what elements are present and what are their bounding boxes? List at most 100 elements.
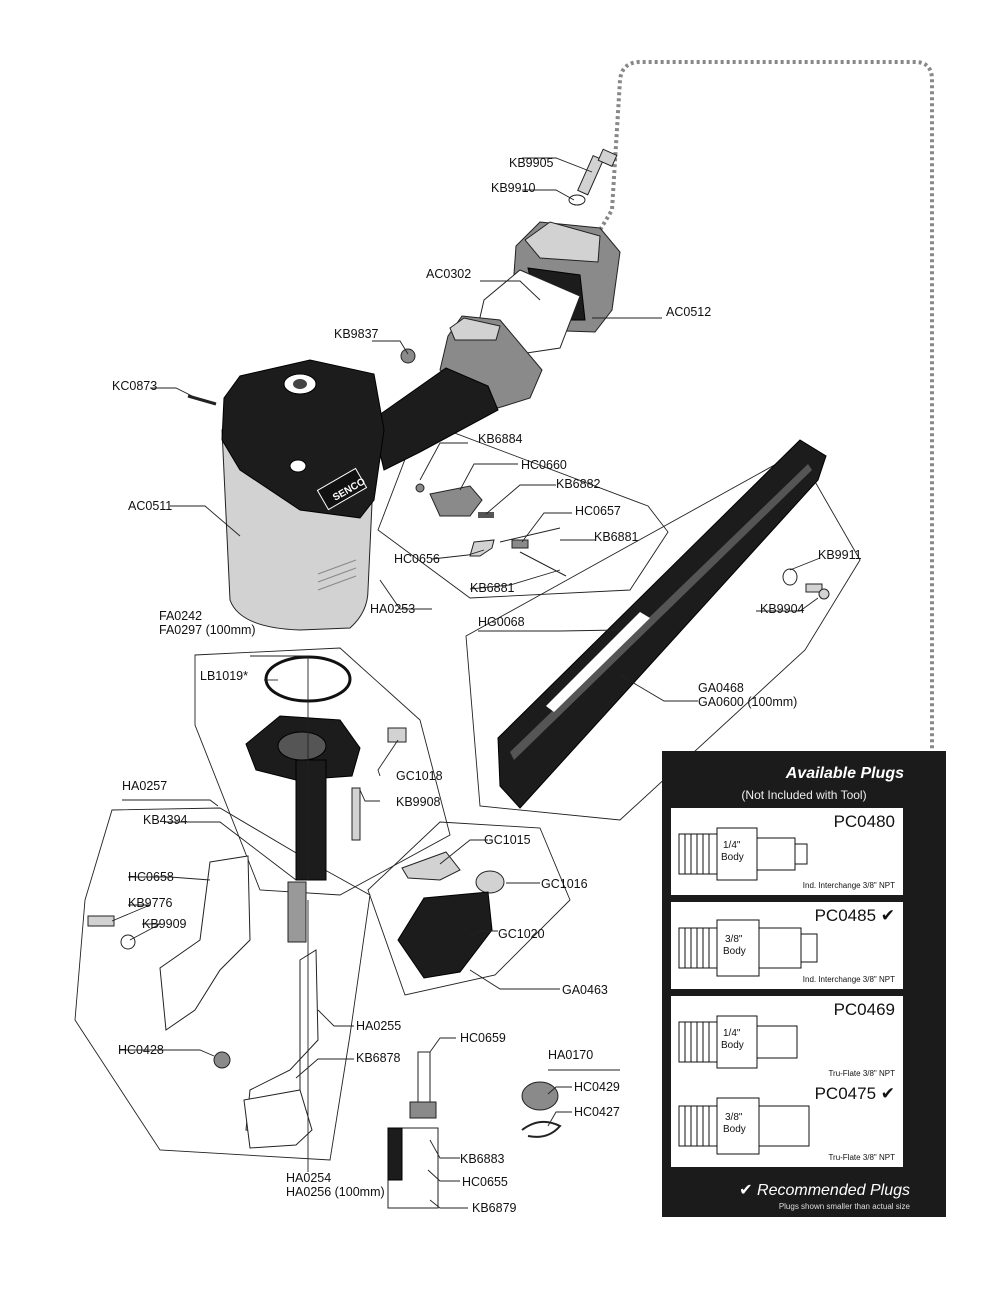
label-AC0512: AC0512 xyxy=(666,305,711,319)
plug-item: 1/4" Body PC0480 Ind. Interchange 3/8" N… xyxy=(671,808,903,895)
label-KB6881-upper: KB6881 xyxy=(594,530,639,544)
label-KB9837: KB9837 xyxy=(334,327,379,341)
label-HA0253: HA0253 xyxy=(370,602,415,616)
label-GC1020: GC1020 xyxy=(498,927,545,941)
label-KB6879: KB6879 xyxy=(472,1201,517,1215)
screw-KC0873 xyxy=(187,394,217,406)
label-HG0068: HG0068 xyxy=(478,615,525,629)
cylinder-cap xyxy=(245,715,361,881)
plug-item: 3/8" Body PC0475 ✔ Tru-Flate 3/8" NPT xyxy=(671,1080,903,1167)
screw-KB9904 xyxy=(805,583,830,600)
plug-description: Tru-Flate 3/8" NPT xyxy=(828,1069,895,1078)
driver-guide-group-outline xyxy=(74,807,371,1161)
exhaust-bolt-KB9905 xyxy=(577,148,618,196)
guide-plate-HC0658 xyxy=(159,855,251,1031)
plug-code: PC0469 xyxy=(833,1000,895,1019)
handle-body xyxy=(371,367,499,471)
plug-item: 1/4" Body PC0469 Tru-Flate 3/8" NPT xyxy=(671,996,903,1083)
plug-description: Ind. Interchange 3/8" NPT xyxy=(802,975,895,984)
label-KB9904: KB9904 xyxy=(760,602,805,616)
plug-illustration: 3/8" Body xyxy=(678,1097,810,1155)
housing-AC0511: SENCO xyxy=(221,359,385,631)
latch-group-outline xyxy=(367,821,571,996)
plug-description: Tru-Flate 3/8" NPT xyxy=(828,1153,895,1162)
latch-GC1015 xyxy=(401,851,461,881)
label-KB9905: KB9905 xyxy=(509,156,554,170)
label-HC0656: HC0656 xyxy=(394,552,440,566)
label-KB4394: KB4394 xyxy=(143,813,188,827)
label-HC0659: HC0659 xyxy=(460,1031,506,1045)
label-AC0302: AC0302 xyxy=(426,267,471,281)
roller-GC1016 xyxy=(475,870,505,894)
label-HC0428: HC0428 xyxy=(118,1043,164,1057)
label-GA0600: GA0600 (100mm) xyxy=(698,695,797,709)
label-AC0511: AC0511 xyxy=(128,499,172,513)
plug-body-label: Body xyxy=(723,1124,746,1135)
plug-item: 3/8" Body PC0485 ✔ Ind. Interchange 3/8"… xyxy=(671,902,903,989)
label-KB9911: KB9911 xyxy=(818,548,862,562)
washer-KB9911 xyxy=(782,568,798,586)
plug-body-label: Body xyxy=(721,1040,744,1051)
magazine-HG0068 xyxy=(497,439,827,809)
label-HA0170: HA0170 xyxy=(548,1048,593,1062)
label-KB6878: KB6878 xyxy=(356,1051,401,1065)
bolt-KB9908 xyxy=(351,787,361,841)
spring-HA0170 xyxy=(521,1081,562,1138)
label-HC0655: HC0655 xyxy=(462,1175,508,1189)
label-LB1019: LB1019* xyxy=(200,669,248,683)
label-HC0660: HC0660 xyxy=(521,458,567,472)
plugs-title: Available Plugs xyxy=(785,765,904,782)
plug-illustration: 1/4" Body xyxy=(678,827,808,881)
recommended-plugs-legend: ✔ Recommended Plugs xyxy=(739,1182,910,1199)
label-HC0427: HC0427 xyxy=(574,1105,620,1119)
label-KB6881-lower: KB6881 xyxy=(470,581,515,595)
label-GA0463: GA0463 xyxy=(562,983,608,997)
label-HA0257: HA0257 xyxy=(122,779,167,793)
washer-KB9909 xyxy=(120,934,136,950)
plug-illustration: 1/4" Body xyxy=(678,1015,798,1069)
nut-KB9837 xyxy=(400,348,416,364)
label-HA0254: HA0254 xyxy=(286,1171,331,1185)
label-GC1015: GC1015 xyxy=(484,833,531,847)
label-HC0657: HC0657 xyxy=(575,504,621,518)
nut-HC0428 xyxy=(213,1051,231,1069)
plug-illustration: 3/8" Body xyxy=(678,919,818,977)
plug-code: PC0475 ✔ xyxy=(814,1084,895,1103)
trigger-assembly-parts xyxy=(415,483,567,577)
plugs-subtitle: (Not Included with Tool) xyxy=(741,788,867,802)
label-KB9776: KB9776 xyxy=(128,896,173,910)
label-GA0468: GA0468 xyxy=(698,681,744,695)
plug-body-size: 1/4" xyxy=(723,840,741,851)
depth-adjuster-HA0254 xyxy=(387,1051,439,1209)
spring-KB4394 xyxy=(287,881,307,943)
label-GC1016: GC1016 xyxy=(541,877,588,891)
air-hose-dotted-line xyxy=(592,60,934,1097)
screw-KB9776 xyxy=(87,915,115,927)
bumper-GC1018 xyxy=(387,727,407,743)
washer-KB9910 xyxy=(568,194,586,206)
label-KB9910: KB9910 xyxy=(491,181,536,195)
label-HA0255: HA0255 xyxy=(356,1019,401,1033)
label-KB6882: KB6882 xyxy=(556,477,601,491)
label-HA0256: HA0256 (100mm) xyxy=(286,1185,385,1199)
label-FA0242: FA0242 xyxy=(159,609,202,623)
part-labels: KB9905 KB9910 AC0302 AC0512 KB9837 KC087… xyxy=(112,156,862,1215)
label-KB9909: KB9909 xyxy=(142,917,187,931)
available-plugs-panel: Available Plugs (Not Included with Tool)… xyxy=(662,751,946,1217)
bracket-KB6878 xyxy=(243,1089,313,1149)
plug-description: Ind. Interchange 3/8" NPT xyxy=(802,881,895,890)
leader-lines xyxy=(111,157,821,1209)
label-FA0297: FA0297 (100mm) xyxy=(159,623,256,637)
label-HC0429: HC0429 xyxy=(574,1080,620,1094)
plug-body-size: 3/8" xyxy=(725,934,743,945)
plug-body-size: 3/8" xyxy=(725,1112,743,1123)
plug-code: PC0480 xyxy=(833,812,895,831)
door-GC1020 xyxy=(397,891,493,979)
plug-body-size: 1/4" xyxy=(723,1028,741,1039)
label-KB6883: KB6883 xyxy=(460,1152,505,1166)
label-KB9908: KB9908 xyxy=(396,795,441,809)
plugs-size-note: Plugs shown smaller than actual size xyxy=(778,1202,910,1211)
label-GC1018: GC1018 xyxy=(396,769,443,783)
